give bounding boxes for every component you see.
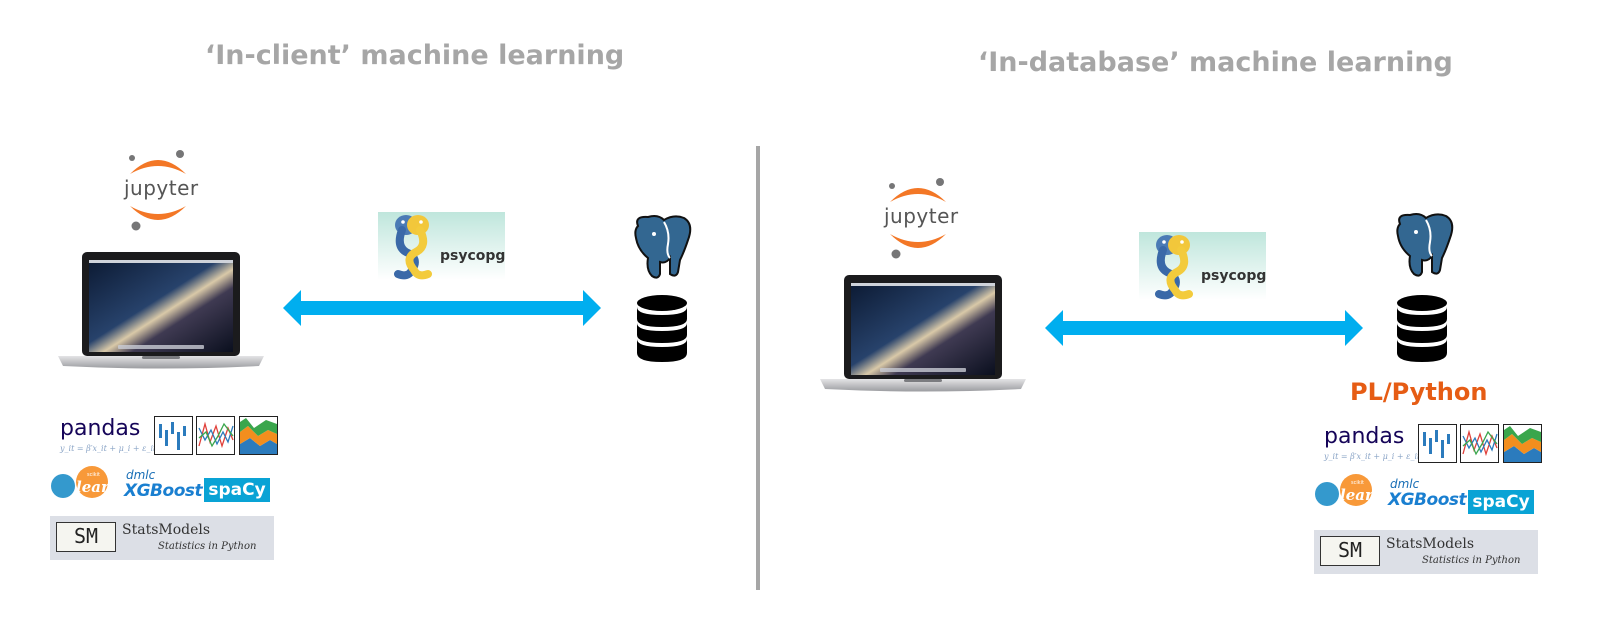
pandas-word: pandas: [1324, 424, 1405, 449]
jupyter-logo: jupyter: [878, 176, 958, 262]
jupyter-word: jupyter: [884, 204, 959, 228]
left-title: ‘In-client’ machine learning: [205, 40, 625, 71]
statsmodels-sub: Statistics in Python: [1422, 555, 1521, 566]
sklearn-logo: scikit learn: [1314, 474, 1384, 510]
postgresql-elephant-icon: [1396, 213, 1454, 277]
pandas-logo: pandas y_it = β′x_it + μ_i + ε_it: [1324, 422, 1420, 464]
psycopg-logo: psycopg: [1139, 232, 1266, 300]
laptop-icon: [820, 275, 1026, 392]
python-snakes-icon: [394, 215, 432, 280]
xgboost-label: XGBoost: [124, 481, 203, 501]
pandas-logo: pandas y_it = β′x_it + μ_i + ε_it: [60, 414, 156, 456]
spacy-logo: spaCy: [1468, 490, 1534, 514]
double-arrow: [1045, 310, 1363, 346]
laptop-icon: [58, 252, 264, 369]
sklearn-learn: learn: [1340, 486, 1384, 504]
sklearn-icon: [51, 466, 108, 498]
database-icon: [1397, 295, 1447, 362]
dmlc-label: dmlc: [126, 468, 156, 482]
dmlc-label: dmlc: [1390, 477, 1420, 491]
statsmodels-badge: SM: [56, 522, 116, 552]
right-title: ‘In-database’ machine learning: [978, 47, 1453, 78]
postgresql-elephant-icon: [634, 215, 692, 279]
statsmodels-badge: SM: [1320, 536, 1380, 566]
pandas-chart-icons: [154, 416, 278, 455]
pandas-charts: [154, 416, 278, 456]
statsmodels-logo: SM StatsModels Statistics in Python: [1314, 530, 1538, 574]
double-arrow-icon: [1045, 310, 1363, 346]
python-snakes-icon: [1155, 235, 1193, 300]
statsmodels-name: StatsModels: [1386, 536, 1475, 552]
pandas-formula: y_it = β′x_it + μ_i + ε_it: [1324, 452, 1421, 461]
laptop: [818, 275, 1028, 393]
database: [1396, 294, 1448, 364]
database-icon: [637, 295, 687, 362]
laptop: [56, 252, 266, 370]
plpython-label: PL/Python: [1350, 378, 1488, 406]
statsmodels-logo: SM StatsModels Statistics in Python: [50, 516, 274, 560]
pandas-chart-icons: [1418, 424, 1542, 463]
center-divider: [756, 146, 760, 590]
statsmodels-name: StatsModels: [122, 522, 211, 538]
jupyter-logo: jupyter: [118, 148, 198, 234]
database: [636, 294, 688, 364]
psycopg-label: psycopg: [1201, 268, 1267, 284]
sklearn-scikit: scikit: [1351, 480, 1364, 486]
jupyter-logo-icon: [889, 178, 946, 259]
double-arrow-icon: [283, 290, 601, 326]
spacy-logo: spaCy: [204, 478, 270, 502]
postgresql-logo: [630, 214, 694, 280]
sklearn-icon: [1315, 474, 1372, 506]
sklearn-learn: learn: [76, 478, 120, 496]
psycopg-label: psycopg: [440, 248, 506, 264]
jupyter-logo-icon: [129, 150, 186, 231]
psycopg-logo: psycopg: [378, 212, 505, 280]
pandas-formula: y_it = β′x_it + μ_i + ε_it: [60, 444, 157, 453]
pandas-word: pandas: [60, 416, 141, 441]
pandas-charts: [1418, 424, 1542, 464]
double-arrow: [283, 290, 601, 326]
xgboost-label: XGBoost: [1388, 490, 1467, 510]
postgresql-logo: [1392, 212, 1456, 278]
sklearn-scikit: scikit: [87, 472, 100, 478]
jupyter-word: jupyter: [124, 176, 199, 200]
statsmodels-sub: Statistics in Python: [158, 541, 257, 552]
sklearn-logo: scikit learn: [50, 466, 120, 502]
